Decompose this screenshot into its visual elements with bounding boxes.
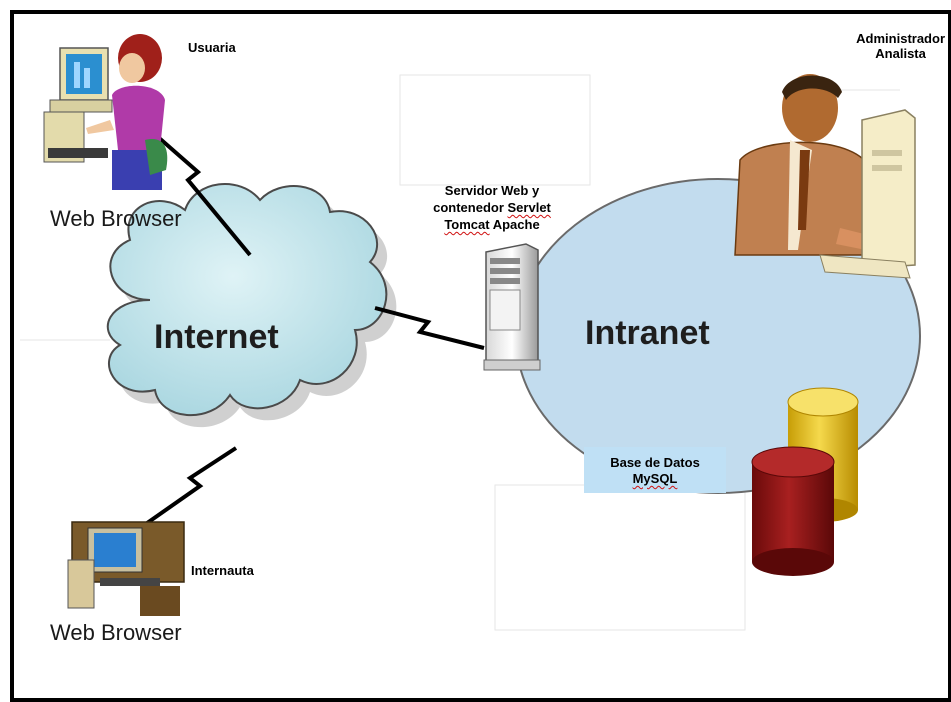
link-usuaria-internet	[148, 128, 252, 257]
database-label-line2: MySQL	[632, 471, 678, 486]
internauta-computer-icon	[67, 521, 185, 616]
server-icon	[483, 243, 541, 371]
database-label-box: Base de Datos MySQL	[584, 447, 726, 493]
usuaria-computer-icon	[43, 47, 113, 163]
frame-border	[10, 10, 951, 702]
admin-label-line1: Administrador	[856, 31, 945, 46]
internet-label: Internet	[154, 318, 279, 356]
database-cylinder-red	[751, 446, 835, 576]
database-label-line1: Base de Datos	[610, 455, 700, 470]
link-internet-internauta	[138, 446, 238, 530]
usuaria-label: Usuaria	[188, 40, 236, 55]
server-label-line1: Servidor Web y	[444, 183, 540, 198]
usuaria-person-icon	[86, 34, 168, 190]
internauta-web-browser-caption: Web Browser	[50, 620, 182, 645]
admin-person-icon	[734, 74, 880, 256]
server-label-line2: contenedor Servlet	[433, 200, 551, 215]
link-internet-server	[374, 306, 485, 350]
admin-label: Administrador Analista	[856, 31, 945, 61]
server-label-line3: Tomcat Apache	[444, 217, 540, 232]
intranet-label: Intranet	[585, 314, 710, 352]
admin-label-line2: Analista	[875, 46, 926, 61]
internauta-label: Internauta	[191, 563, 254, 578]
usuaria-web-browser-caption: Web Browser	[50, 206, 182, 231]
internet-cloud	[106, 183, 388, 417]
admin-computer-icon	[819, 109, 916, 279]
server-label: Servidor Web y contenedor Servlet Tomcat…	[422, 182, 562, 233]
